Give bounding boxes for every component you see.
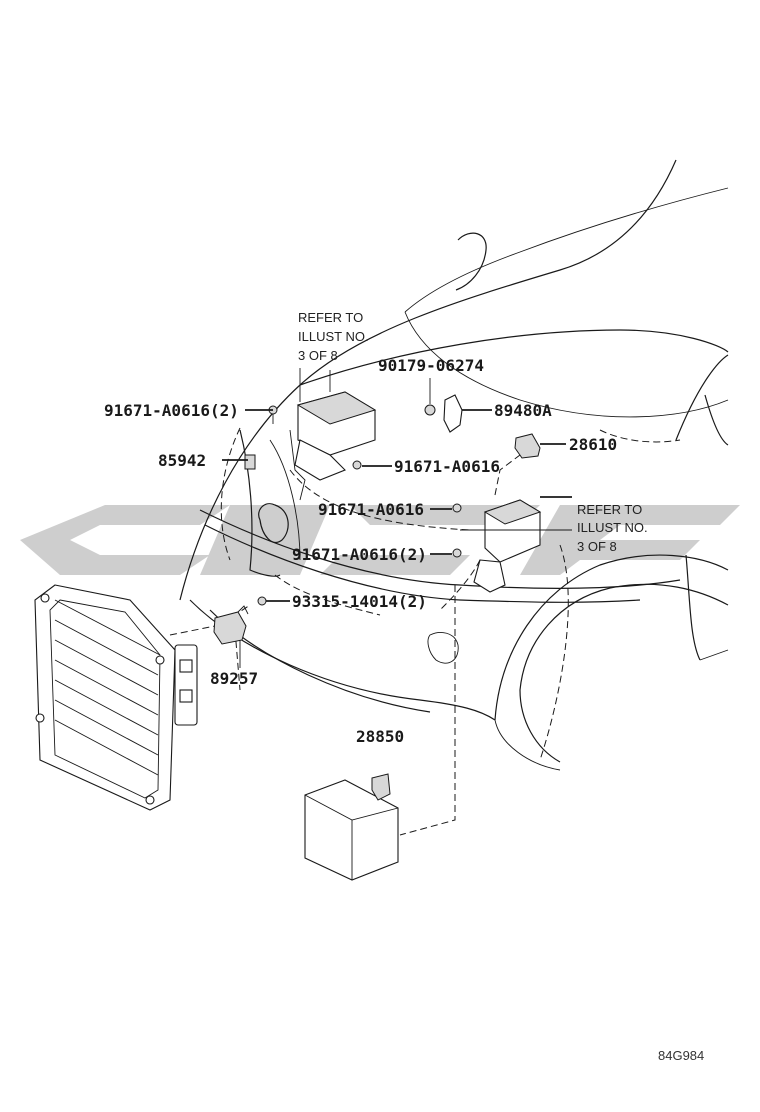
label-90179-06274: 90179-06274 <box>378 356 484 375</box>
refer-top-line2: ILLUST NO. <box>298 329 369 344</box>
part-89480a-bracket <box>429 378 463 433</box>
refer-right-line3: 3 OF 8 <box>577 539 617 554</box>
label-91671-a0616-2-low: 91671-A0616(2) <box>292 545 427 564</box>
part-28610-relay <box>514 433 541 459</box>
leader-lines <box>222 409 572 602</box>
diagram-code: 84G984 <box>658 1048 704 1063</box>
label-91671-a0616-mid: 91671-A0616 <box>394 457 500 476</box>
battery <box>304 773 399 881</box>
label-91671-a0616-left: 91671-A0616 <box>318 500 424 519</box>
refer-top-line3: 3 OF 8 <box>298 348 338 363</box>
label-89257: 89257 <box>210 669 258 688</box>
refer-right-line1: REFER TO <box>577 502 642 517</box>
assembly-dash-lines <box>169 427 681 836</box>
label-28610: 28610 <box>569 435 617 454</box>
label-91671-a0616-2-top: 91671-A0616(2) <box>104 401 239 420</box>
radiator <box>34 584 198 811</box>
labels: REFER TO ILLUST NO. 3 OF 8 REFER TO ILLU… <box>104 310 704 1063</box>
refer-right-line2: ILLUST NO. <box>577 520 648 535</box>
label-89480a: 89480A <box>494 401 552 420</box>
fasteners <box>244 404 462 606</box>
vehicle-body <box>179 159 729 771</box>
label-85942: 85942 <box>158 451 206 470</box>
part-relay-block-right <box>460 499 572 593</box>
refer-top-line1: REFER TO <box>298 310 363 325</box>
label-93315-14014-2: 93315-14014(2) <box>292 592 427 611</box>
part-relay-block-left <box>289 368 377 501</box>
part-89257-sensor <box>213 605 249 668</box>
label-28850: 28850 <box>356 727 404 746</box>
